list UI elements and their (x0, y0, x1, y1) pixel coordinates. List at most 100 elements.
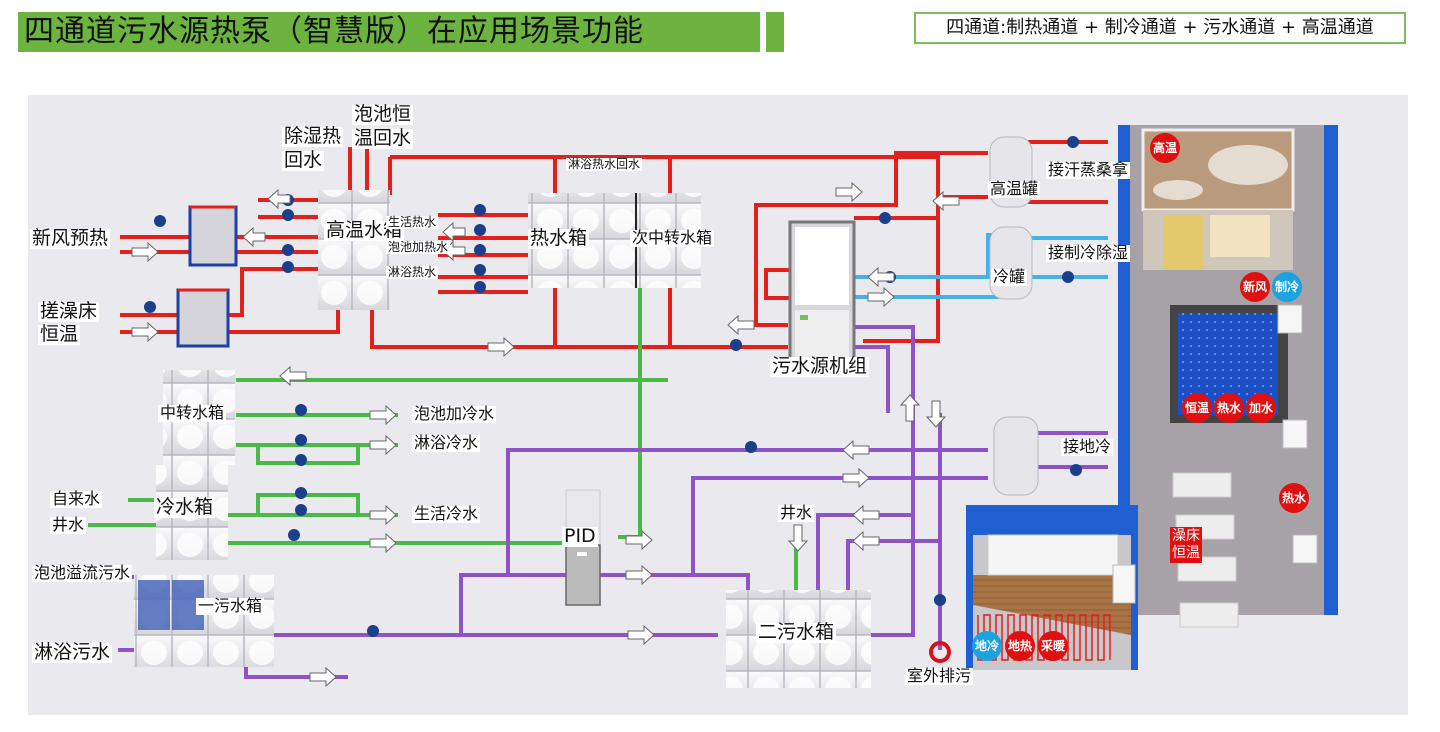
pump-icon (295, 404, 307, 416)
hot-pipe (228, 267, 258, 317)
plate-heat-exchanger (176, 288, 230, 348)
pump-icon (474, 224, 486, 236)
label-pool-overflow: 泡池溢流污水 (32, 563, 133, 582)
pump-icon (474, 244, 486, 256)
pump-icon (282, 209, 294, 221)
pump-icon (295, 454, 307, 466)
label-pool-return-1: 泡池恒 (352, 103, 414, 125)
cold-vessel-body (989, 226, 1033, 300)
label-cold-vessel: 冷罐 (991, 267, 1028, 286)
badge-heating: 采暖 (1038, 631, 1068, 661)
label-dehumid-return-2: 回水 (282, 149, 325, 171)
badge-floor-cool: 地冷 (972, 631, 1002, 661)
pump-icon (295, 504, 307, 516)
label-domestic-cold-water: 生活冷水 (412, 504, 481, 523)
pump-icon (934, 594, 946, 606)
label-sewage-tank-2: 二污水箱 (756, 621, 837, 643)
flow-arrow-icon (899, 394, 921, 422)
badge-fresh-air: 新风 (1240, 272, 1270, 302)
pump-icon (295, 434, 307, 446)
badge-hot-water-pool: 热水 (1214, 393, 1244, 423)
pump-icon (1062, 271, 1074, 283)
flow-arrow-icon (279, 365, 307, 387)
sewage-pipe (506, 448, 988, 575)
fresh-water-pipe (618, 285, 642, 539)
badge-cooling: 制冷 (1272, 272, 1302, 302)
label-hot-water-tank: 热水箱 (528, 227, 590, 249)
ac-indoor-unit (1292, 534, 1318, 564)
flow-arrow-icon (625, 564, 653, 586)
flow-arrow-icon (842, 439, 870, 461)
badge-high-temp: 高温 (1150, 133, 1180, 163)
label-pool-cold-water: 泡池加冷水 (412, 404, 497, 423)
label-sewage-tank-1: 一污水箱 (196, 596, 265, 615)
flow-arrow-icon (442, 221, 466, 243)
fresh-water-pipe (256, 445, 360, 465)
building-scene (1118, 125, 1338, 628)
pump-icon (282, 261, 294, 273)
label-cold-water-tank: 冷水箱 (154, 496, 216, 518)
label-rubbing-bed-2: 恒温 (38, 323, 81, 345)
floor-heating-room (966, 505, 1138, 670)
label-floor-cooling: 接地冷 (1061, 437, 1114, 456)
pump-icon (474, 204, 486, 216)
label-high-temp-vessel: 高温罐 (988, 179, 1041, 198)
badge-constant-temp: 恒温 (1182, 393, 1212, 423)
bath-bed (1179, 602, 1239, 628)
label-shower-hot-water: 淋浴热水 (386, 265, 439, 279)
label-well-water-left: 井水 (50, 515, 87, 534)
pump-icon (474, 281, 486, 293)
pump-icon (144, 301, 156, 313)
flow-arrow-icon (867, 266, 895, 288)
pipe-network (88, 125, 1338, 688)
label-pool-heating-water: 泡池加热水 (386, 240, 451, 254)
label-transfer-tank: 中转水箱 (158, 403, 227, 422)
flow-arrow-icon (131, 321, 159, 343)
flow-arrow-icon (267, 188, 291, 210)
flow-arrow-icon (369, 532, 397, 554)
bath-bed (1172, 472, 1232, 498)
label-well-water-mid: 井水 (778, 503, 815, 522)
badge-floor-heat: 地热 (1005, 631, 1035, 661)
pump-icon (1067, 136, 1079, 148)
flow-arrow-icon (242, 226, 266, 248)
pump-icon (879, 212, 891, 224)
label-shower-hot-return: 淋浴热水回水 (566, 157, 643, 171)
label-secondary-transfer-tank: 次中转水箱 (630, 228, 715, 247)
flow-arrow-icon (787, 524, 809, 552)
flow-arrow-icon (309, 666, 337, 688)
badge-hot-water-wall: 热水 (1279, 483, 1309, 513)
title-accent-block (766, 12, 784, 52)
flow-arrow-icon (835, 181, 863, 203)
pump-icon (282, 244, 294, 256)
label-shower-cold-water: 淋浴冷水 (412, 433, 481, 452)
flow-arrow-icon (852, 530, 880, 552)
sewage-pipe (816, 513, 913, 592)
flow-arrow-icon (131, 241, 159, 263)
pump-icon (474, 264, 486, 276)
plate-heat-exchanger (188, 205, 238, 267)
outdoor-drain-icon (929, 641, 951, 663)
flow-arrow-icon (867, 286, 895, 308)
label-fresh-air-preheat: 新风预热 (30, 227, 111, 249)
hot-pipe (854, 195, 988, 220)
flow-arrow-icon (369, 434, 397, 456)
ac-indoor-unit (1112, 564, 1136, 604)
sewage-pipe (691, 476, 988, 575)
sewage-pipe (459, 573, 750, 635)
flow-arrow-icon (627, 624, 655, 646)
hot-pipe (228, 307, 340, 334)
hot-pipe (754, 151, 988, 327)
label-dehumid-return-1: 除湿热 (282, 125, 344, 147)
sewage-pipe (854, 345, 890, 413)
label-pool-return-2: 温回水 (352, 127, 414, 149)
page-title: 四通道污水源热泵（智慧版）在应用场景功能 (24, 14, 644, 49)
flow-arrow-icon (369, 504, 397, 526)
ac-indoor-unit (1277, 304, 1303, 334)
label-high-temp-tank-1: 高温水箱 (324, 219, 405, 241)
label-shower-sewage: 淋浴污水 (32, 641, 113, 663)
flow-arrow-icon (625, 529, 653, 551)
hot-pipe (370, 307, 728, 349)
flow-arrow-icon (369, 404, 397, 426)
pump-icon (1070, 464, 1082, 476)
